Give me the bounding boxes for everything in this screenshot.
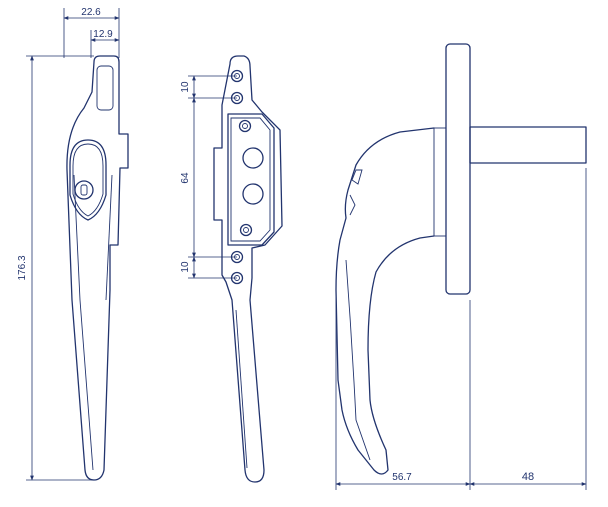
keyhole xyxy=(80,184,88,196)
plate-hole-3 xyxy=(242,183,264,205)
dim-top-width: 22.6 xyxy=(81,7,101,18)
back-view xyxy=(213,55,283,483)
front-dimensions: 22.6 12.9 176.3 xyxy=(17,7,120,481)
dim-hole-spacing-bottom: 10 xyxy=(180,261,191,273)
dim-top-inner-width: 12.9 xyxy=(93,29,113,40)
front-view xyxy=(66,55,129,481)
plate-hole-4 xyxy=(239,223,253,237)
front-handle-outline xyxy=(66,55,129,481)
key-cylinder xyxy=(74,180,94,200)
side-dimensions: 56.7 48 xyxy=(335,168,587,490)
front-top-slot xyxy=(96,65,114,111)
side-spindle xyxy=(469,126,587,164)
front-lock-body xyxy=(69,139,107,221)
back-plate xyxy=(227,113,275,246)
back-dimensions: 10 64 10 xyxy=(180,75,237,279)
dim-spindle-length: 48 xyxy=(522,471,534,483)
side-backplate xyxy=(445,43,471,295)
dim-overall-height: 176.3 xyxy=(17,255,28,280)
plate-hole-2 xyxy=(242,147,264,169)
front-inner-edge xyxy=(73,174,94,471)
plate-hole-1 xyxy=(238,119,252,133)
side-view xyxy=(335,43,587,475)
back-handle-outline xyxy=(213,55,283,483)
dim-projection: 56.7 xyxy=(392,472,412,483)
dim-hole-spacing-top: 10 xyxy=(180,81,191,93)
dim-hole-spacing-mid: 64 xyxy=(180,172,191,184)
side-handle-profile xyxy=(335,127,435,475)
